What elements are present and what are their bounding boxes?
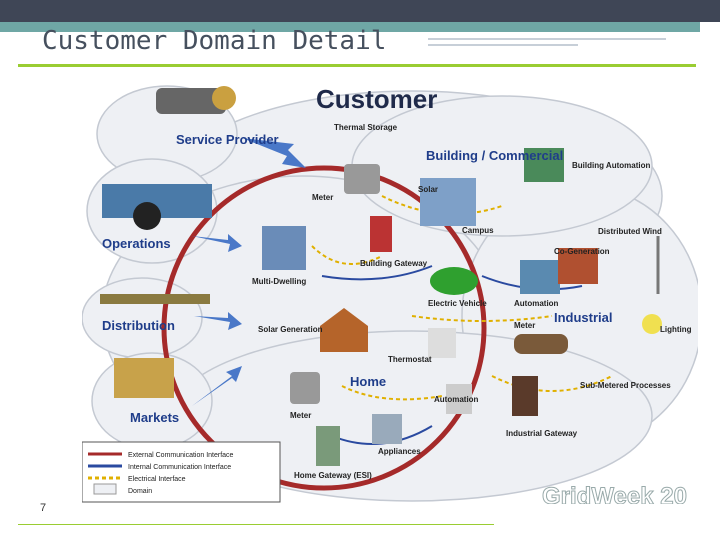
label-distributed-wind: Distributed Wind [598, 227, 662, 236]
label-meter-industrial: Meter [514, 321, 535, 330]
label-solar-top: Solar [418, 185, 438, 194]
title-underline [18, 64, 696, 67]
customer-domain-ring [161, 165, 487, 491]
label-co-generation: Co-Generation [554, 247, 610, 256]
label-operations: Operations [102, 236, 171, 251]
legend-item-external: External Communication Interface [128, 452, 234, 459]
header-rule-short [428, 44, 578, 46]
label-solar-generation: Solar Generation [258, 325, 323, 334]
label-industrial-gateway: Industrial Gateway [506, 429, 578, 438]
legend-item-internal: Internal Communication Interface [128, 464, 231, 471]
label-home-gateway: Home Gateway (ESI) [294, 471, 372, 480]
label-service-provider: Service Provider [176, 132, 279, 147]
label-industrial: Industrial [554, 310, 613, 325]
label-automation-industrial: Automation [514, 299, 559, 308]
legend-item-electrical: Electrical Interface [128, 476, 186, 483]
label-building-automation: Building Automation [572, 161, 650, 170]
label-appliances: Appliances [378, 447, 421, 456]
device-labels: Thermal Storage Meter Solar Campus Build… [252, 123, 692, 480]
label-meter-home: Meter [290, 411, 311, 420]
equipment-shapes [100, 86, 662, 466]
interface-lines [311, 195, 613, 401]
legend-item-domain: Domain [128, 488, 152, 495]
label-thermostat: Thermostat [388, 355, 432, 364]
label-lighting: Lighting [660, 325, 692, 334]
label-sub-metered: Sub-Metered Processes [580, 381, 671, 390]
footer-rule [18, 524, 494, 525]
label-automation-home: Automation [434, 395, 479, 404]
label-markets: Markets [130, 410, 179, 425]
gridweek-watermark: GridWeek 20 [542, 483, 687, 504]
label-building-gateway: Building Gateway [360, 259, 428, 268]
legend-domain-swatch [93, 483, 117, 495]
label-multi-dwelling: Multi-Dwelling [252, 277, 306, 286]
header-accent-band [0, 22, 700, 32]
legend: External Communication Interface Interna… [82, 441, 281, 503]
label-campus: Campus [462, 226, 494, 235]
diagram-heading: Customer [316, 84, 437, 114]
label-building-commercial: Building / Commercial [426, 148, 563, 163]
label-meter-top: Meter [312, 193, 333, 202]
header-bar [0, 0, 720, 22]
label-home: Home [350, 374, 386, 389]
label-electric-vehicle: Electric Vehicle [428, 299, 487, 308]
slide-title: Customer Domain Detail [42, 26, 387, 56]
header-rule [428, 38, 666, 40]
page-number: 7 [40, 502, 47, 514]
label-distribution: Distribution [102, 318, 175, 333]
label-thermal-storage: Thermal Storage [334, 123, 398, 132]
customer-domain-diagram: Customer Service Provider Operations Dis… [82, 84, 698, 504]
external-arrows [192, 138, 306, 406]
